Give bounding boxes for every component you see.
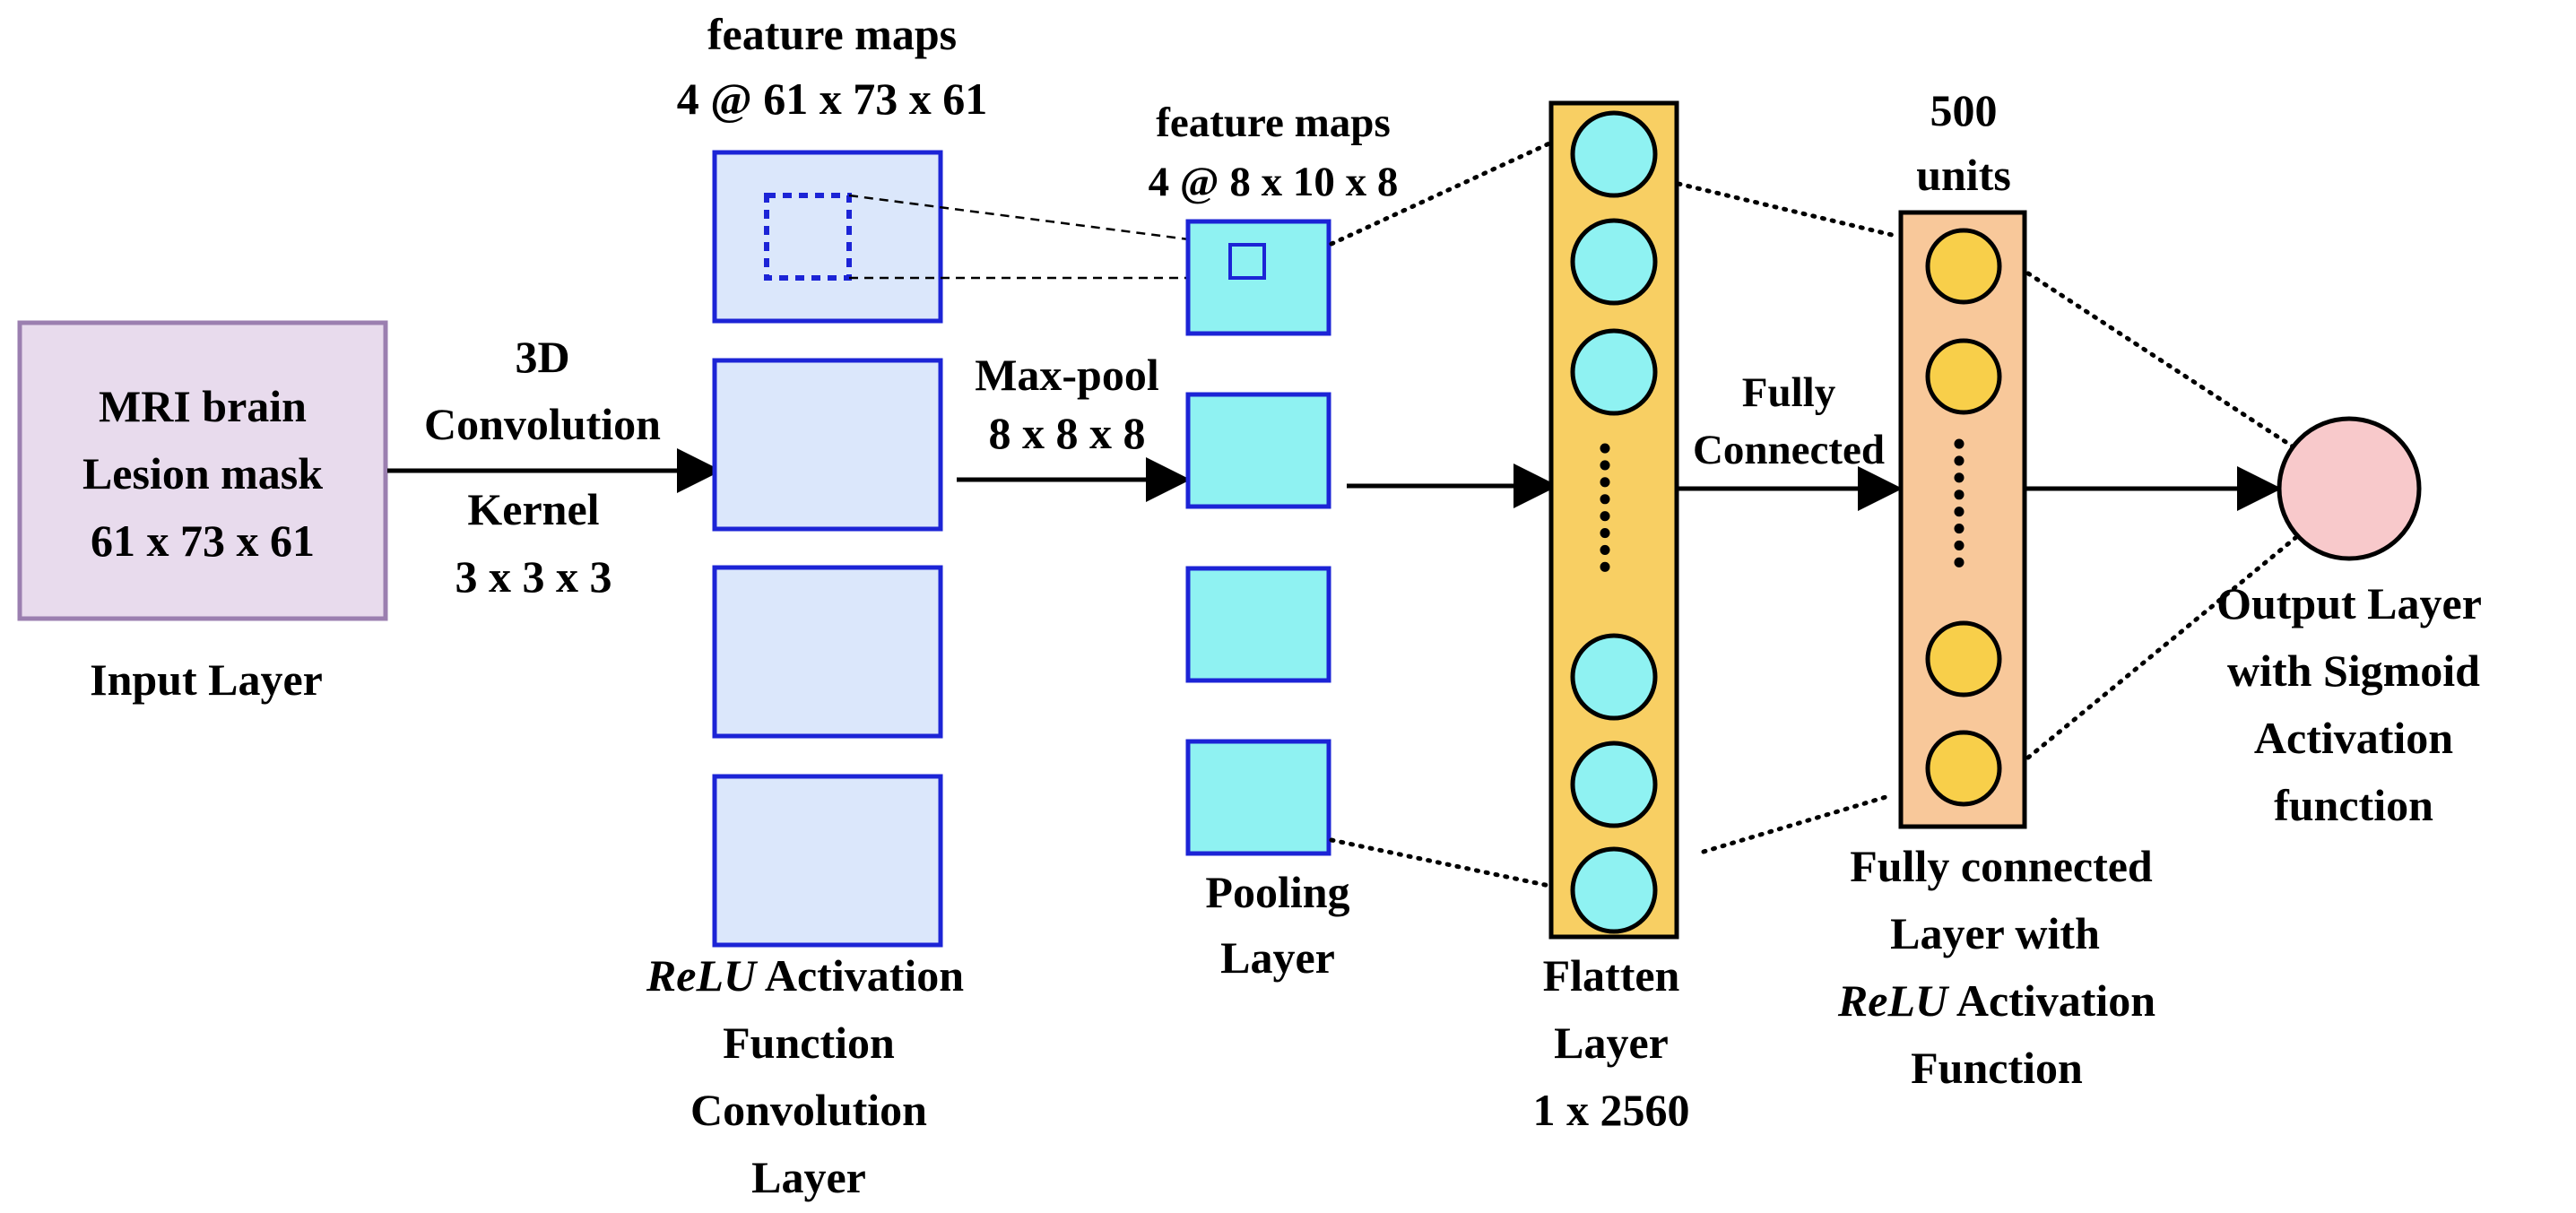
conv-caption-line-4: Layer (751, 1152, 866, 1202)
conv-kernel-window (764, 193, 852, 281)
input-box-line-1: MRI brain (99, 381, 307, 431)
convolution-operation: 3D Convolution Kernel 3 x 3 x 3 (387, 332, 722, 602)
flatten-caption-line-2: Layer (1554, 1018, 1669, 1068)
conv-caption-line-1: ReLU Activation (646, 950, 964, 1001)
pool-caption-line-2: Layer (1220, 932, 1335, 983)
dense-to-output-dotted-top (2025, 271, 2298, 451)
input-layer-box (17, 320, 388, 621)
conv-caption-line-2: Function (723, 1018, 895, 1068)
conv-caption-relu: ReLU (646, 950, 759, 1001)
output-layer: Output Layer with Sigmoid Activation fun… (2216, 416, 2482, 830)
input-box-line-2: Lesion mask (82, 448, 323, 498)
dense-units-label: units (1916, 150, 2011, 200)
pool-to-flatten-dotted-top (1329, 141, 1552, 247)
flatten-node-4 (1570, 633, 1658, 721)
flatten-caption-line-1: Flatten (1543, 950, 1680, 1001)
input-layer-caption: Input Layer (90, 654, 323, 705)
flatten-node-5 (1570, 741, 1658, 828)
maxpool-label: Max-pool (975, 350, 1159, 400)
pool-feature-map-4 (1185, 739, 1331, 856)
pool-to-flatten-dotted-bottom (1329, 837, 1552, 888)
convolution-label-3d: 3D (515, 332, 569, 382)
convolution-label-convolution: Convolution (424, 399, 661, 449)
conv-feature-maps-label: feature maps (707, 9, 957, 59)
dense-caption-activation: Activation (1947, 975, 2155, 1026)
pool-caption-line-1: Pooling (1205, 867, 1349, 917)
input-layer: MRI brain Lesion mask 61 x 73 x 61 Input… (17, 320, 388, 705)
fully-connected-operation: Fully Connected (1678, 369, 1903, 511)
pool-feature-map-3 (1185, 566, 1331, 683)
dense-node-3 (1925, 620, 2002, 697)
flatten-to-dense-dotted-bottom (1701, 793, 1895, 854)
dense-layer-bar (1898, 210, 2027, 829)
conv-feature-map-3 (712, 565, 943, 739)
fc-label-line-1: Fully (1742, 369, 1836, 416)
conv-feature-map-4 (712, 774, 943, 948)
fc-label-line-2: Connected (1693, 427, 1885, 473)
flatten-node-1 (1570, 110, 1658, 198)
pool-feature-maps-shape: 4 @ 8 x 10 x 8 (1149, 159, 1399, 205)
conv-feature-map-2 (712, 358, 943, 532)
dense-node-1 (1925, 228, 2002, 305)
conv-feature-map-1 (712, 150, 943, 324)
flatten-to-dense-dotted-top (1676, 181, 1895, 238)
output-node (2277, 416, 2422, 561)
dense-node-2 (1925, 338, 2002, 415)
pool-feature-maps-label: feature maps (1156, 100, 1391, 146)
conv-caption-activation: Activation (756, 950, 964, 1001)
flatten-node-2 (1570, 218, 1658, 306)
dense-caption-line-1: Fully connected (1850, 841, 2153, 891)
dense-layer: 500 units Fully connected Layer with ReL… (1837, 85, 2155, 1093)
dense-units-count: 500 (1930, 85, 1998, 135)
dense-node-4 (1925, 730, 2002, 807)
flatten-caption-line-3: 1 x 2560 (1533, 1085, 1690, 1135)
flatten-node-6 (1570, 846, 1658, 934)
pooling-layer: feature maps 4 @ 8 x 10 x 8 Pooling Laye… (1149, 100, 1399, 983)
dense-to-output-dotted-bottom (2025, 535, 2298, 760)
dense-caption-relu: ReLU (1837, 975, 1950, 1026)
flatten-node-3 (1570, 328, 1658, 416)
projection-line-top (848, 194, 1231, 247)
convolution-label-kernel-size: 3 x 3 x 3 (455, 551, 612, 602)
conv-feature-maps-shape: 4 @ 61 x 73 x 61 (677, 74, 988, 124)
conv-caption-line-3: Convolution (690, 1085, 927, 1135)
output-caption-line-3: Activation (2254, 713, 2453, 763)
dense-caption-line-4: Function (1911, 1043, 2083, 1093)
pool-feature-map-2 (1185, 392, 1331, 509)
output-caption-line-4: function (2274, 780, 2433, 830)
maxpool-size: 8 x 8 x 8 (989, 408, 1146, 458)
maxpool-operation: Max-pool 8 x 8 x 8 (957, 350, 1191, 502)
flatten-layer: Flatten Layer 1 x 2560 (1533, 100, 1690, 1135)
dense-caption-line-3: ReLU Activation (1837, 975, 2155, 1026)
convolution-layer: feature maps 4 @ 61 x 73 x 61 ReLU Activ… (646, 9, 987, 1202)
pool-window (1228, 243, 1266, 280)
output-caption-line-2: with Sigmoid (2227, 645, 2480, 696)
output-caption-line-1: Output Layer (2216, 578, 2482, 628)
input-box-line-3: 61 x 73 x 61 (91, 516, 315, 566)
convolution-label-kernel: Kernel (467, 484, 599, 534)
dense-caption-line-2: Layer with (1890, 908, 2100, 958)
